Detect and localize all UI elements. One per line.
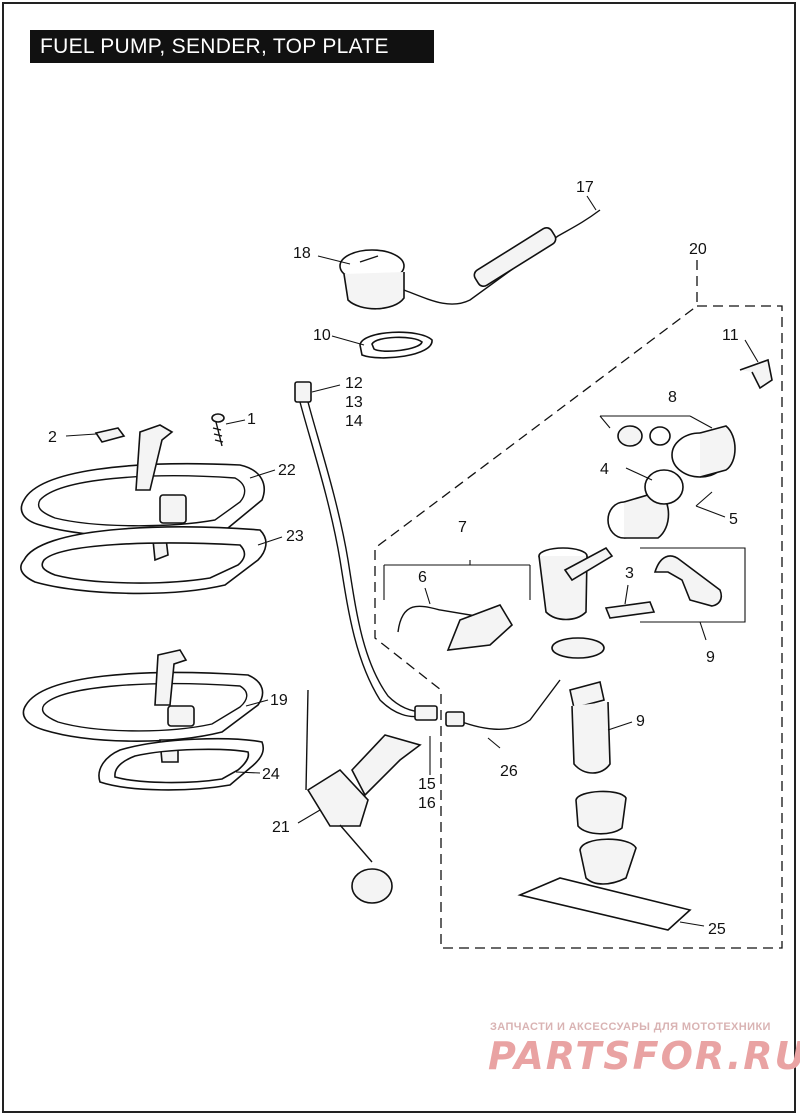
callout-4: 4: [600, 461, 609, 478]
top-plate-lower: [22, 649, 264, 763]
screw: [211, 413, 225, 447]
callout-2: 2: [48, 429, 57, 446]
callout-14: 14: [345, 413, 363, 430]
fuel-pump-assembly-boundary: [374, 305, 783, 949]
harness-sleeve: [473, 226, 557, 288]
bottom-plate-25: [517, 877, 692, 931]
callout-8: 8: [668, 389, 677, 406]
callout-5: 5: [729, 511, 738, 528]
watermark-tagline: ЗАПЧАСТИ И АКСЕССУАРЫ ДЛЯ МОТОТЕХНИКИ: [490, 1021, 771, 1033]
callout-3: 3: [625, 565, 634, 582]
callout-25: 25: [708, 921, 726, 938]
callout-11: 11: [722, 327, 739, 344]
top-plate-upper: [20, 424, 265, 562]
harness-wire-right: [307, 401, 425, 713]
gasket-lower: [98, 737, 265, 791]
clip: [94, 427, 126, 443]
filter-o-ring: [644, 469, 684, 505]
filter-housing-cap: [671, 425, 736, 478]
fuel-pump-ring: [551, 637, 605, 659]
watermark-logo: PARTSFOR.RU: [488, 1034, 800, 1078]
callout-7: 7: [458, 519, 467, 536]
o-ring: [359, 331, 433, 359]
callout-22: 22: [278, 462, 296, 479]
callout-15: 15: [418, 776, 436, 793]
callout-16: 16: [418, 795, 436, 812]
callout-10: 10: [313, 327, 331, 344]
fuel-line-9: [653, 555, 723, 607]
callout-17: 17: [576, 179, 594, 196]
fuel-pump-module-housing: [538, 546, 614, 621]
page-title: FUEL PUMP, SENDER, TOP PLATE: [30, 30, 434, 63]
pressure-regulator-3: [604, 601, 656, 619]
callout-6: 6: [418, 569, 427, 586]
retaining-clip-11: [739, 358, 773, 390]
callout-19: 19: [270, 692, 288, 709]
callout-leaders: [65, 195, 759, 927]
o-ring-kit: [617, 425, 671, 447]
pump-filter-sock-cup: [579, 838, 637, 885]
connector-12: [294, 381, 312, 403]
callout-26: 26: [500, 763, 518, 780]
connector-15: [414, 705, 438, 721]
callout-18: 18: [293, 245, 311, 262]
wire-6: [397, 605, 501, 633]
fuel-level-sender: [305, 689, 422, 904]
module-bracket-7: [446, 604, 514, 651]
wire-harness-17: [403, 209, 601, 305]
callout-12: 12: [345, 375, 363, 392]
gasket-upper: [20, 526, 267, 595]
callout-21: 21: [272, 819, 290, 836]
harness-wire-left: [299, 401, 421, 718]
fuel-pump: [569, 681, 611, 774]
fuel-gauge-connector: [339, 249, 405, 310]
callout-20: 20: [689, 241, 707, 258]
callout-9-lower: 9: [636, 713, 645, 730]
fuel-filter: [607, 491, 670, 539]
callout-24: 24: [262, 766, 280, 783]
callout-23: 23: [286, 528, 304, 545]
callout-9-upper: 9: [706, 649, 715, 666]
callout-1: 1: [247, 411, 256, 428]
pump-harness-connector: [445, 711, 465, 727]
pump-harness-26: [451, 679, 561, 730]
callout-13: 13: [345, 394, 363, 411]
lower-retainer-ring: [575, 790, 627, 835]
